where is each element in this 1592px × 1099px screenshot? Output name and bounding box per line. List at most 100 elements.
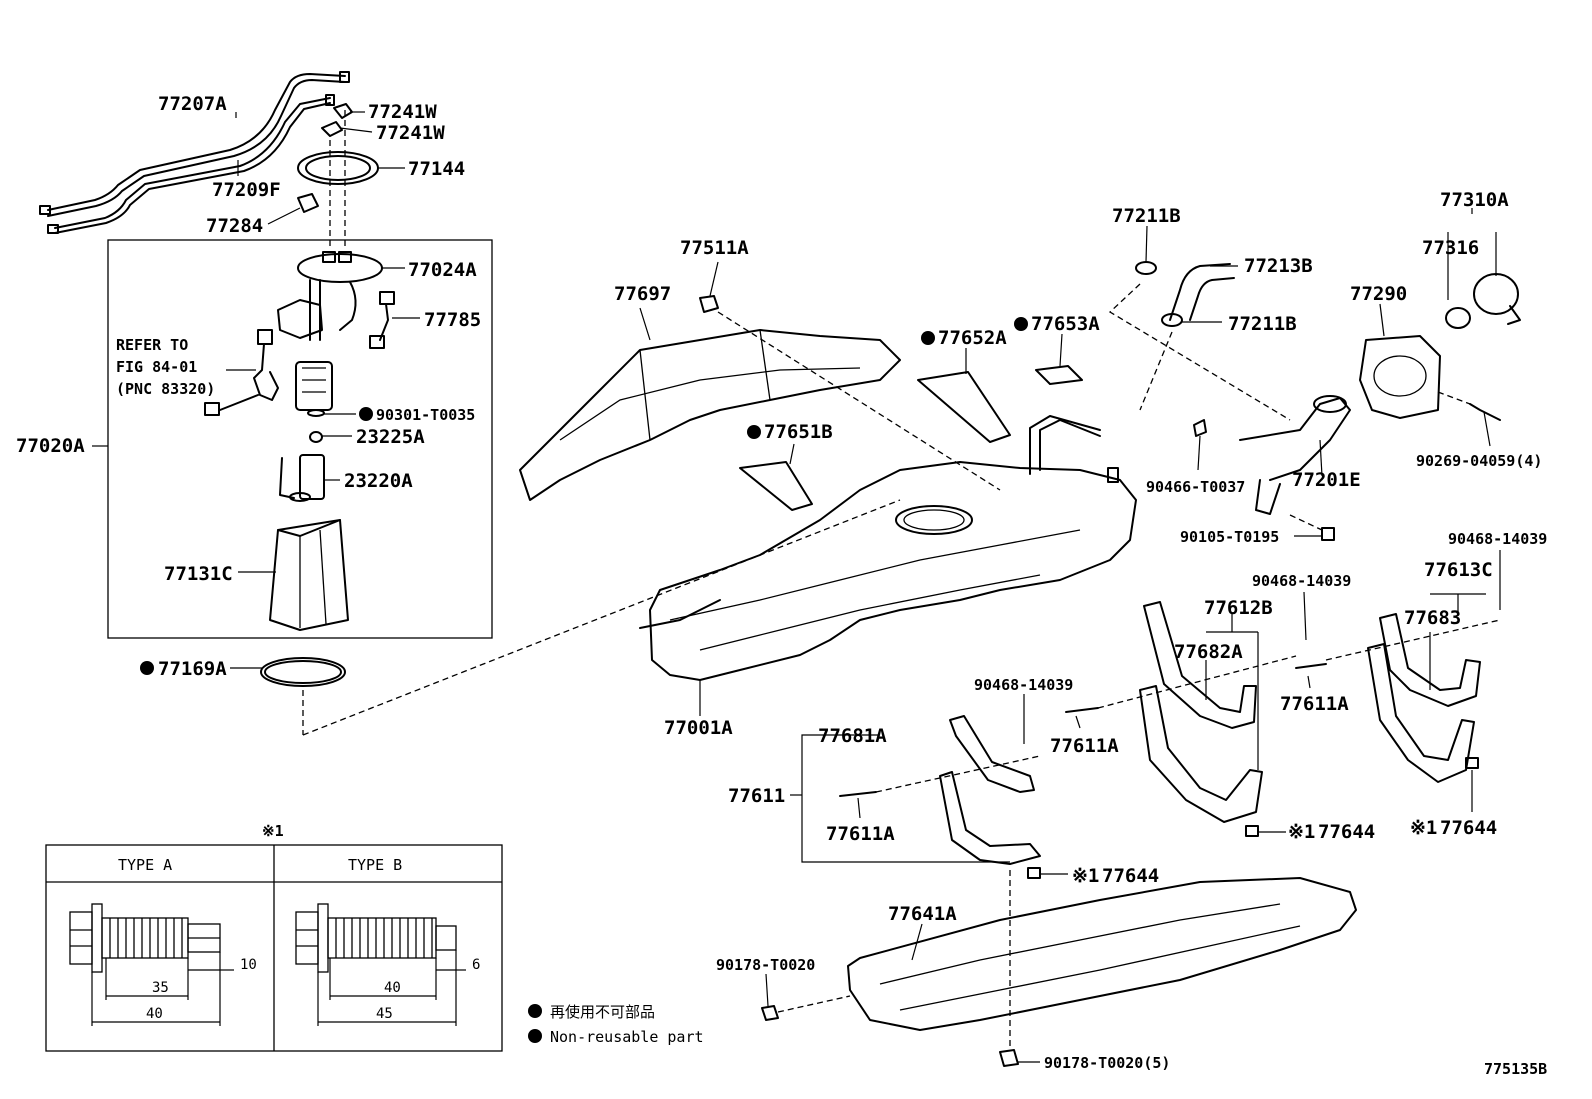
note-mark: ※1 (1072, 865, 1099, 887)
bolt-90105 (1321, 527, 1335, 541)
label-90468-3: 90468-14039 (974, 676, 1073, 694)
label-23225a: 23225A (356, 426, 425, 448)
label-77611a-left: 77611A (826, 823, 895, 845)
label-77209f: 77209F (212, 179, 281, 201)
label-90178-2: 90178-T0020(5) (1044, 1054, 1170, 1072)
filler-pipe-77201e (1239, 395, 1351, 515)
fuel-pump-23220a (279, 454, 325, 502)
label-90105: 90105-T0195 (1180, 528, 1279, 546)
note-mark: ※1 (1410, 817, 1437, 839)
dim-a-3: 40 (146, 1006, 163, 1022)
pad-77653a (1035, 365, 1083, 385)
nut-90178-left (761, 1005, 779, 1021)
pad-77651b (739, 461, 813, 511)
label-77211b-1: 77211B (1112, 205, 1181, 227)
connector-77785 (369, 291, 395, 349)
dim-a-1: 10 (240, 957, 257, 973)
nut-90178-bottom (999, 1049, 1019, 1067)
label-77651b: 77651B (764, 421, 833, 443)
type-table: ※1 TYPE A TYPE B (45, 822, 503, 1052)
label-77020a: 77020A (16, 435, 85, 457)
legend-line-en: Non-reusable part (550, 1028, 704, 1046)
pad-77652a (917, 371, 1011, 443)
label-77310a: 77310A (1440, 189, 1509, 211)
label-77785: 77785 (424, 309, 481, 331)
suction-filter-77131c (269, 519, 349, 631)
legend-line-ja: 再使用不可部品 (550, 1003, 655, 1021)
dim-b-2: 40 (384, 980, 401, 996)
label-77131c: 77131C (164, 563, 233, 585)
filler-housing-77290 (1359, 335, 1441, 419)
legend-dot-2 (528, 1029, 542, 1043)
fuel-cap-77310a (1473, 273, 1521, 325)
clip-90466 (1193, 419, 1207, 437)
gasket-77169a (260, 657, 346, 687)
band-77681a (949, 715, 1035, 793)
grommet-77511a (699, 295, 719, 313)
ref-note-line1: REFER TO (116, 336, 188, 354)
label-77241w-2: 77241W (376, 122, 445, 144)
label-77613c: 77613C (1424, 559, 1493, 581)
label-77201e: 77201E (1292, 469, 1361, 491)
label-77316: 77316 (1422, 237, 1479, 259)
band-77613c (1367, 643, 1475, 783)
label-77611: 77611 (728, 785, 785, 807)
label-90178-1: 90178-T0020 (716, 956, 815, 974)
label-77144: 77144 (408, 158, 465, 180)
label-77697: 77697 (614, 283, 671, 305)
non-reusable-mark (359, 407, 373, 421)
ref-note-line3: (PNC 83320) (116, 380, 215, 398)
label-77612b: 77612B (1204, 597, 1273, 619)
tank-protector-77697 (519, 329, 901, 501)
clip-77284 (297, 193, 319, 213)
band-77611-lower (939, 771, 1041, 865)
label-77024a: 77024A (408, 259, 477, 281)
band-77682a (1143, 601, 1257, 729)
filter-element (295, 361, 333, 411)
label-77169a: 77169A (158, 658, 227, 680)
label-77284: 77284 (206, 215, 263, 237)
non-reusable-mark (921, 331, 935, 345)
label-90468-1: 90468-14039 (1448, 530, 1547, 548)
type-b-header: TYPE B (348, 856, 402, 874)
label-77290: 77290 (1350, 283, 1407, 305)
hose-77213b (1169, 263, 1235, 321)
label-77611a-right: 77611A (1280, 693, 1349, 715)
label-23220a: 23220A (344, 470, 413, 492)
part-labels: 77207A 77241W 77241W 77144 77209F 77284 … (16, 93, 1547, 1078)
group-bracket-77611 (801, 734, 1010, 863)
label-77511a: 77511A (680, 237, 749, 259)
figure-id: 775135B (1484, 1060, 1547, 1078)
ref-note-line2: FIG 84-01 (116, 358, 197, 376)
fuel-line-77207a (39, 71, 350, 234)
bolts-77644 (1027, 757, 1479, 879)
dim-a-2: 35 (152, 980, 169, 996)
band-77612b (1139, 685, 1263, 823)
non-reusable-mark (747, 425, 761, 439)
label-77682a: 77682A (1174, 641, 1243, 663)
fuel-tank-77001a (639, 415, 1137, 681)
gasket-77316 (1445, 307, 1471, 329)
tank-protector-77641a (847, 877, 1357, 1031)
type-table-note-mark: ※1 (262, 822, 284, 840)
band-77683 (1379, 613, 1481, 707)
type-a-header: TYPE A (118, 856, 172, 874)
label-77211b-2: 77211B (1228, 313, 1297, 335)
label-90468-2: 90468-14039 (1252, 572, 1351, 590)
clamp-77211b (1135, 261, 1183, 327)
pump-flange-77024a (277, 251, 383, 341)
label-77207a: 77207A (158, 93, 227, 115)
label-77641a: 77641A (888, 903, 957, 925)
label-77213b: 77213B (1244, 255, 1313, 277)
label-90301: 90301-T0035 (376, 406, 475, 424)
dim-b-1: 6 (472, 957, 480, 973)
legend-dot-1 (528, 1004, 542, 1018)
label-77681a: 77681A (818, 725, 887, 747)
bolt-type-a: 10 35 40 (69, 903, 257, 1026)
label-77001a: 77001A (664, 717, 733, 739)
dim-b-3: 45 (376, 1006, 393, 1022)
cushion-23225a (309, 431, 323, 443)
pump-assembly-box (107, 239, 493, 639)
label-77611a-middle: 77611A (1050, 735, 1119, 757)
non-reusable-mark (140, 661, 154, 675)
